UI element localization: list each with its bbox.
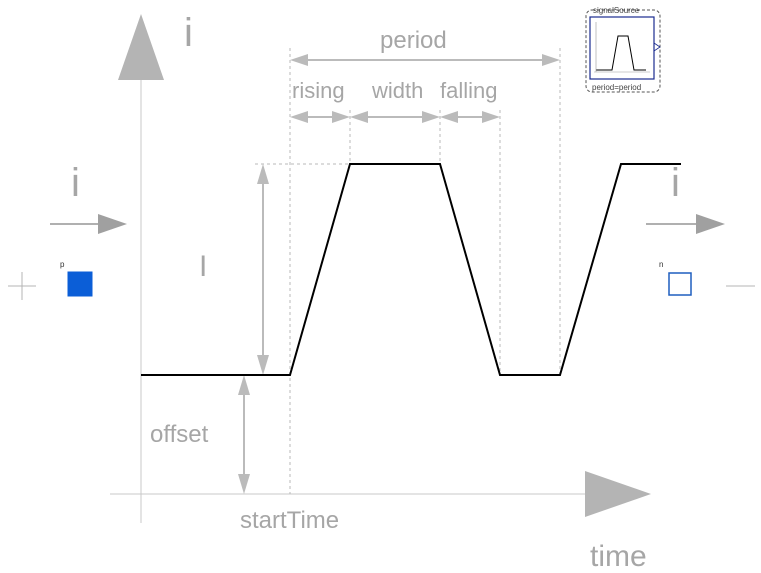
period-dimension [290,54,560,66]
negative-port-label: n [659,260,663,269]
thumbnail-parameter: period=period [592,83,641,92]
y-axis-label: i [184,11,193,55]
thumbnail-name: signalSource [593,6,640,15]
plus-sign [8,272,36,300]
positive-port-label: p [60,260,65,269]
output-current-label: i [671,161,680,205]
guide-lines [255,48,561,494]
start-time-label: startTime [240,507,339,534]
rising-label: rising [292,78,345,103]
offset-dimension [238,375,250,494]
signal-source-thumbnail[interactable]: signalSource period=period [585,6,661,93]
width-label: width [371,78,423,103]
input-current-label: i [71,161,80,205]
falling-label: falling [440,78,497,103]
output-current-arrow [646,214,725,234]
x-axis-label: time [590,540,647,573]
negative-port[interactable] [668,272,692,296]
input-current-arrow [50,214,127,234]
y-axis-arrowhead [118,14,164,80]
amplitude-dimension [257,164,269,375]
positive-port[interactable] [67,271,93,297]
period-label: period [380,27,447,54]
offset-label: offset [150,421,209,448]
amplitude-label: I [199,250,207,283]
x-axis-arrowhead [585,471,651,517]
trapezoid-signal [141,163,681,376]
segment-dimensions [290,111,500,123]
